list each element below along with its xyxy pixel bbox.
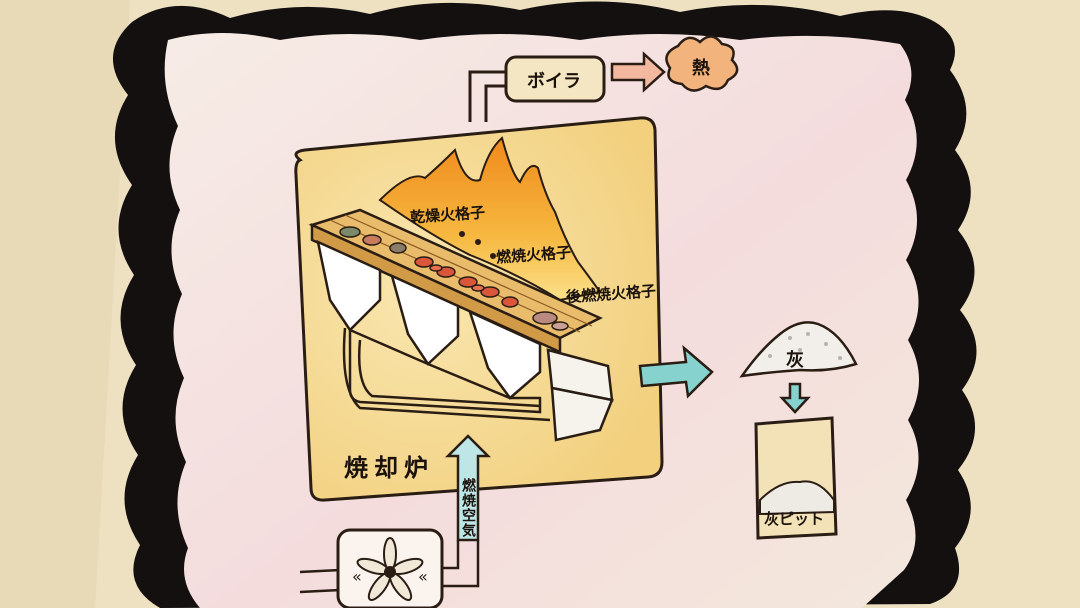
heat-blob — [665, 35, 739, 92]
flue-duct — [468, 70, 512, 122]
arrow-combustion-air — [444, 434, 492, 542]
incinerator-label: 焼却炉 — [344, 454, 434, 482]
svg-text:«: « — [418, 567, 428, 586]
arrow-to-ash — [638, 344, 714, 399]
wall-shadow-left — [0, 0, 130, 608]
svg-text:«: « — [352, 567, 362, 586]
combustion-air-label: 燃焼空気 — [460, 478, 476, 538]
air-manifold — [342, 327, 551, 422]
ember-dot — [475, 239, 481, 245]
intake-duct — [299, 568, 341, 594]
heat-label: 熱 — [692, 58, 710, 79]
ash-label: 灰 — [786, 350, 804, 371]
ember-dot — [490, 253, 496, 259]
waste-pile-icon — [339, 226, 569, 331]
boiler-box — [504, 55, 606, 103]
air-hoppers — [316, 239, 542, 400]
ash-speckle — [768, 332, 842, 360]
flame-icon — [378, 136, 602, 302]
boiler-label: ボイラ — [527, 71, 581, 92]
ember-dot — [459, 231, 465, 237]
ash-pit-box — [754, 416, 838, 540]
arrow-boiler-to-heat — [610, 51, 666, 93]
arrow-ash-to-pit — [779, 382, 811, 414]
fan-icon: « « — [336, 528, 444, 608]
ash-discharge — [546, 348, 614, 442]
air-duct — [440, 540, 480, 588]
ash-pit-label: 灰ピット — [764, 510, 825, 528]
